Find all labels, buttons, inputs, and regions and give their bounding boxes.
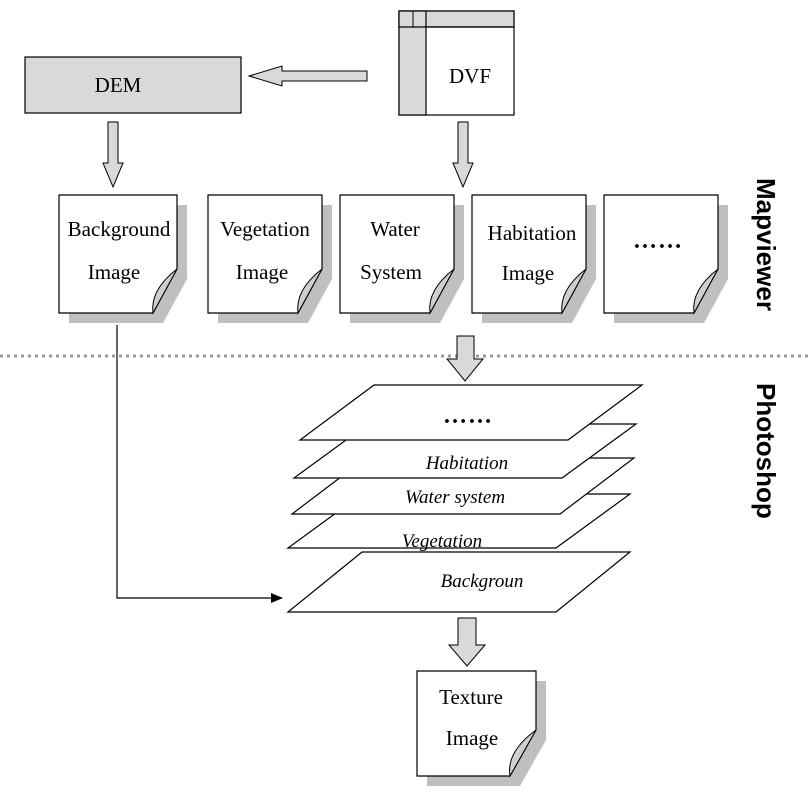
doc-water-line1: Water <box>370 217 420 241</box>
layer-vegetation-label: Vegetation <box>402 531 482 552</box>
doc-vegetation-line1: Vegetation <box>220 217 310 241</box>
dvf-box: DVF <box>398 10 515 116</box>
doc-vegetation-line2: Image <box>236 260 288 284</box>
doc-background-image: Background Image <box>58 194 187 323</box>
doc-habitation-line2: Image <box>502 261 554 285</box>
doc-water-system: Water System <box>339 194 464 323</box>
dem-label: DEM <box>95 73 142 97</box>
layer-more-dots: …… <box>443 403 493 429</box>
doc-background-line1: Background <box>68 217 171 241</box>
layer-background: Backgroun <box>286 551 632 613</box>
doc-vegetation-image: Vegetation Image <box>207 194 332 323</box>
doc-background-line2: Image <box>88 260 140 284</box>
doc-more-dots: …… <box>633 228 683 254</box>
layer-more: …… <box>298 384 644 441</box>
arrow-layers-to-texture <box>447 617 487 667</box>
doc-more: …… <box>603 194 728 323</box>
doc-texture-image: Texture Image <box>416 670 546 786</box>
dem-box: DEM <box>24 56 242 114</box>
arrow-dvf-to-dem <box>247 65 368 87</box>
layer-habitation-label: Habitation <box>425 453 508 474</box>
connector-background-to-layer <box>116 325 283 603</box>
arrow-dem-down <box>102 121 124 189</box>
doc-texture-line1: Texture <box>439 685 503 709</box>
layer-water-label: Water system <box>405 487 505 508</box>
doc-habitation-line1: Habitation <box>488 221 577 245</box>
dvf-label: DVF <box>449 64 491 88</box>
doc-texture-line2: Image <box>446 726 498 750</box>
section-label-photoshop: Photoshop <box>751 383 781 519</box>
arrow-dvf-down <box>452 121 474 189</box>
section-label-mapviewer: Mapviewer <box>751 178 781 311</box>
doc-water-line2: System <box>360 260 422 284</box>
doc-habitation-image: Habitation Image <box>471 194 596 323</box>
layer-background-label: Backgroun <box>441 571 524 592</box>
arrow-docs-to-layers <box>445 335 485 382</box>
